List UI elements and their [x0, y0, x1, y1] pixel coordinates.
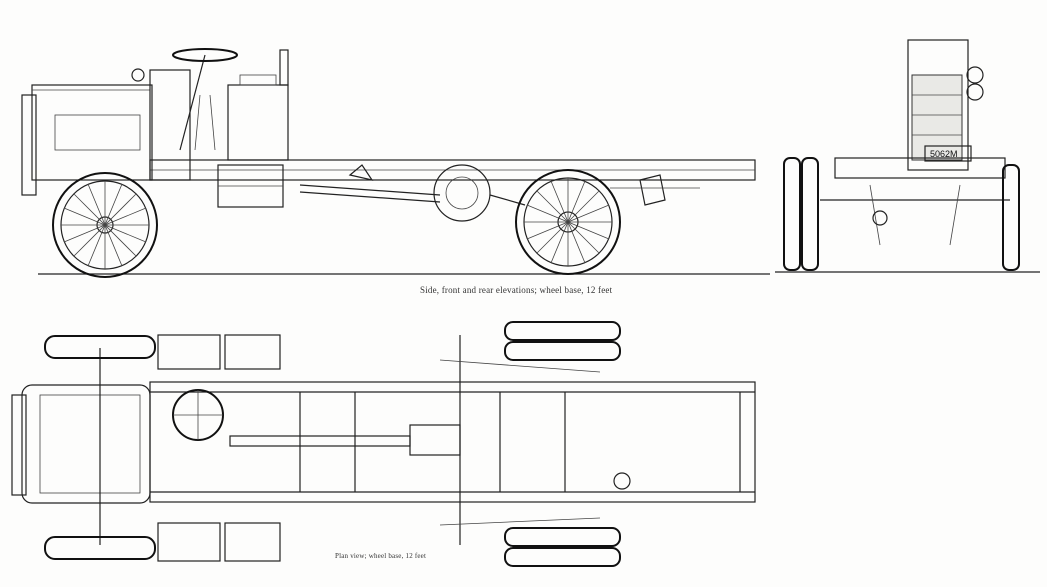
- axle-hub: [872, 210, 888, 226]
- seat-back: [279, 49, 289, 86]
- left-tire-inner: [801, 157, 819, 271]
- hood-panel: [54, 114, 141, 151]
- drive-shaft: [299, 184, 441, 196]
- side-elevation: [21, 48, 770, 278]
- plan-view: [11, 321, 756, 567]
- rear-right-dual-inner: [504, 527, 621, 547]
- plan-differential: [409, 424, 461, 456]
- drive-chain-left: [439, 359, 601, 373]
- left-tire-outer: [783, 157, 801, 271]
- lamp: [131, 68, 145, 82]
- tool-box-left: [224, 334, 281, 370]
- rear-left-dual-inner: [504, 341, 621, 361]
- plan-caption: Plan view; wheel base, 12 feet: [335, 552, 427, 560]
- engine-hood: [31, 84, 153, 181]
- front-right-wheel-plan: [44, 536, 156, 560]
- battery-box-left: [157, 334, 221, 370]
- front-wheel-side: [52, 172, 158, 278]
- steering-wheel: [172, 48, 238, 62]
- rear-bracket: [639, 174, 666, 206]
- rear-right-dual-outer: [504, 547, 621, 567]
- headlamp-lower: [966, 83, 984, 101]
- drive-chain-right: [439, 517, 601, 526]
- plan-radiator: [11, 394, 27, 496]
- elevation-caption: Side, front and rear elevations; wheel b…: [420, 285, 613, 295]
- tool-box-right: [224, 522, 281, 562]
- front-axle-frame: [834, 157, 1006, 179]
- radiator-grille: [911, 74, 963, 161]
- rear-left-dual-outer: [504, 321, 621, 341]
- fuel-tank: [227, 84, 289, 161]
- headlamp-upper: [966, 66, 984, 84]
- rear-wheel-side: [515, 169, 621, 275]
- plan-engine: [21, 384, 151, 504]
- steering-column: [179, 54, 206, 151]
- brace: [348, 164, 374, 181]
- front-left-wheel-plan: [44, 335, 156, 359]
- radiator-front-view: [907, 39, 969, 171]
- differential-housing: [433, 164, 491, 222]
- plan-drive-shaft: [229, 435, 411, 447]
- plan-frame: [149, 381, 756, 503]
- license-plate-text: 5062M: [930, 149, 958, 159]
- fuel-filler: [613, 472, 631, 490]
- front-elevation: 5062M: [775, 39, 1040, 273]
- dashboard: [149, 69, 191, 181]
- battery-box-right: [157, 522, 221, 562]
- radiator-front: [21, 94, 37, 196]
- license-plate: [924, 145, 972, 162]
- right-tire: [1002, 164, 1020, 271]
